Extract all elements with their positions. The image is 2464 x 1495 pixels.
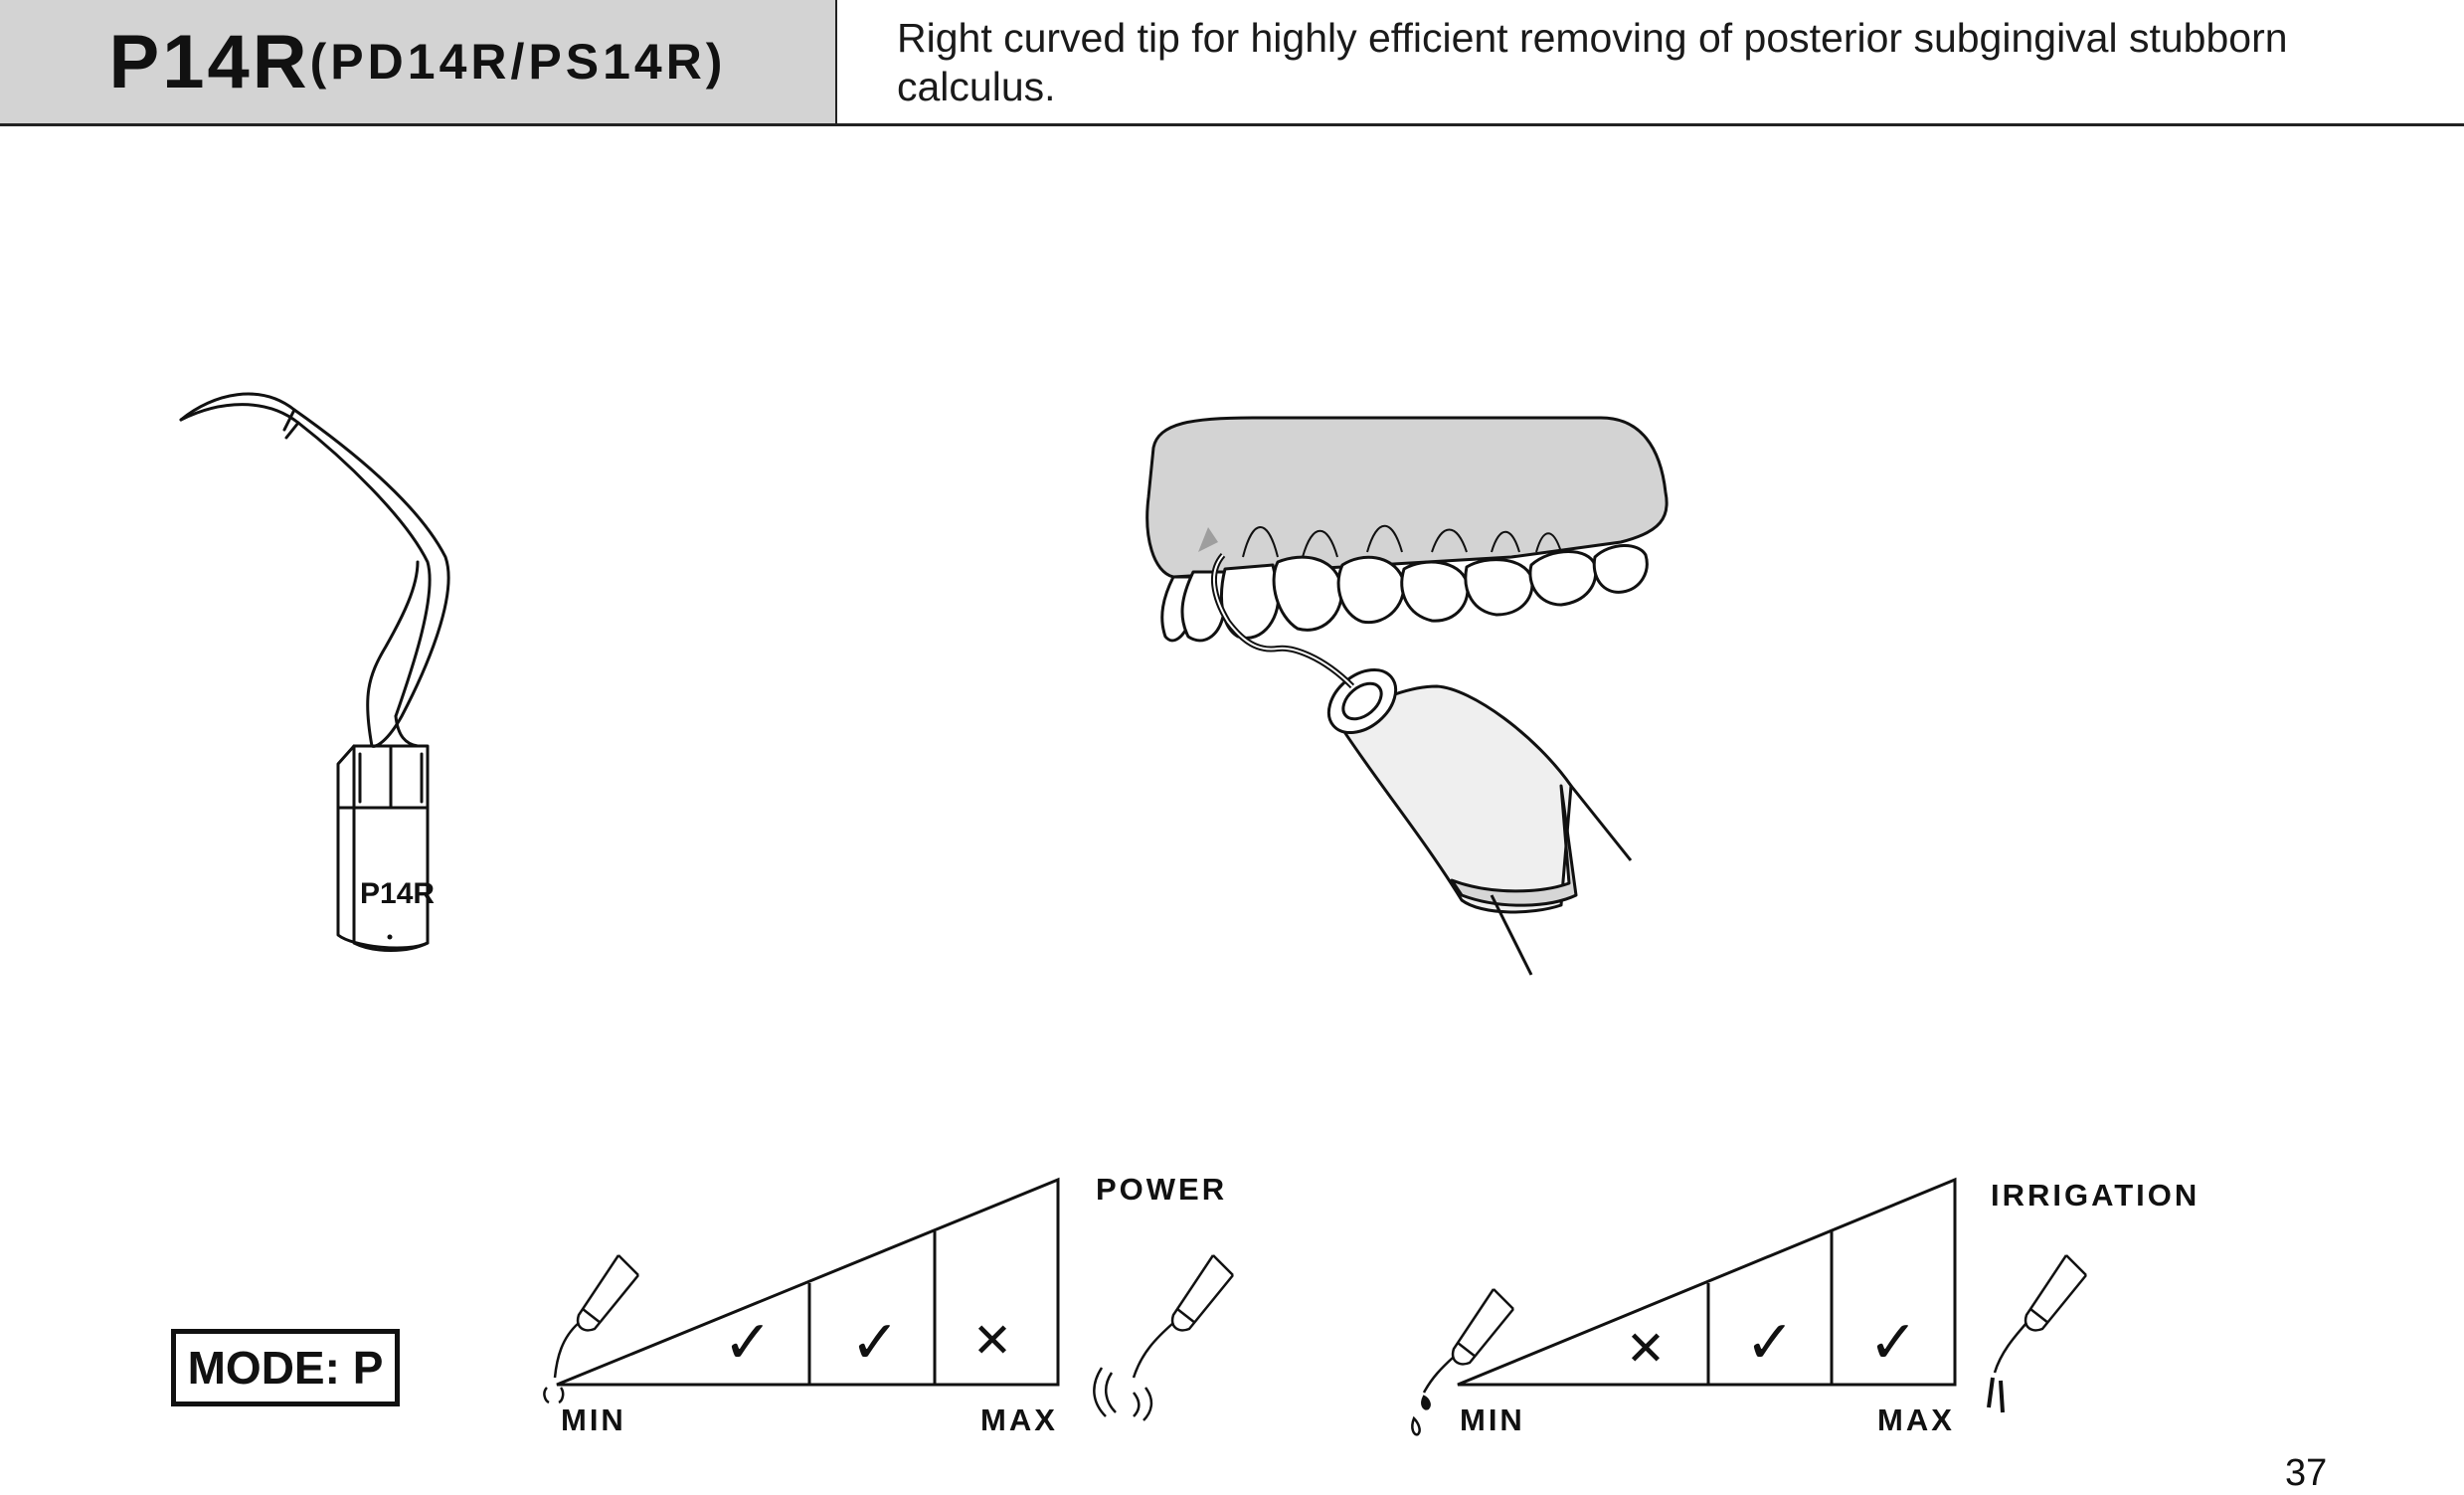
power-level-3-indicator: ✕ [972, 1315, 1012, 1368]
model-title-box: P14R(PD14R/PS14R) [0, 0, 837, 123]
power-level-2-indicator: ✓ [850, 1309, 900, 1376]
low-power-tip-icon [543, 1254, 639, 1404]
tip-engraving: P14R [360, 877, 435, 910]
handpiece [1210, 553, 1633, 976]
irrigation-level-2-indicator: ✓ [1745, 1309, 1795, 1376]
model-variants: (PD14R/PS14R) [309, 34, 727, 90]
irrigation-max-label: MAX [1877, 1402, 1955, 1437]
low-irrigation-tip-icon [1411, 1288, 1514, 1436]
high-irrigation-tip-icon [1987, 1254, 2087, 1413]
page-number: 37 [2285, 1452, 2328, 1494]
irrigation-triangle [1457, 1177, 1957, 1387]
irrigation-level-1-indicator: ✕ [1626, 1323, 1666, 1376]
power-triangle [556, 1177, 1060, 1387]
irrigation-title: IRRIGATION [1991, 1178, 2200, 1213]
high-power-tip-icon [1093, 1254, 1234, 1421]
tip-dot [387, 934, 393, 940]
power-level-1-indicator: ✓ [723, 1309, 773, 1376]
power-scale: ✓ ✓ ✕ POWER MIN MAX [543, 1172, 1234, 1437]
irrigation-level-3-indicator: ✓ [1868, 1309, 1918, 1376]
mode-label: MODE: P [171, 1329, 400, 1406]
header-divider [0, 123, 2464, 126]
scaler-tip-illustration [179, 392, 450, 952]
dental-arch-illustration [1145, 416, 1669, 976]
irrigation-min-label: MIN [1460, 1402, 1525, 1437]
page-header: P14R(PD14R/PS14R) Right curved tip for h… [0, 0, 2464, 126]
model-title: P14R [108, 19, 310, 104]
power-max-label: MAX [980, 1402, 1058, 1437]
power-min-label: MIN [561, 1402, 626, 1437]
gum [1145, 416, 1669, 579]
tip-description: Right curved tip for highly efficient re… [897, 15, 2288, 109]
irrigation-scale: ✕ ✓ ✓ IRRIGATION MIN MAX [1411, 1177, 2200, 1437]
power-title: POWER [1096, 1172, 1227, 1207]
